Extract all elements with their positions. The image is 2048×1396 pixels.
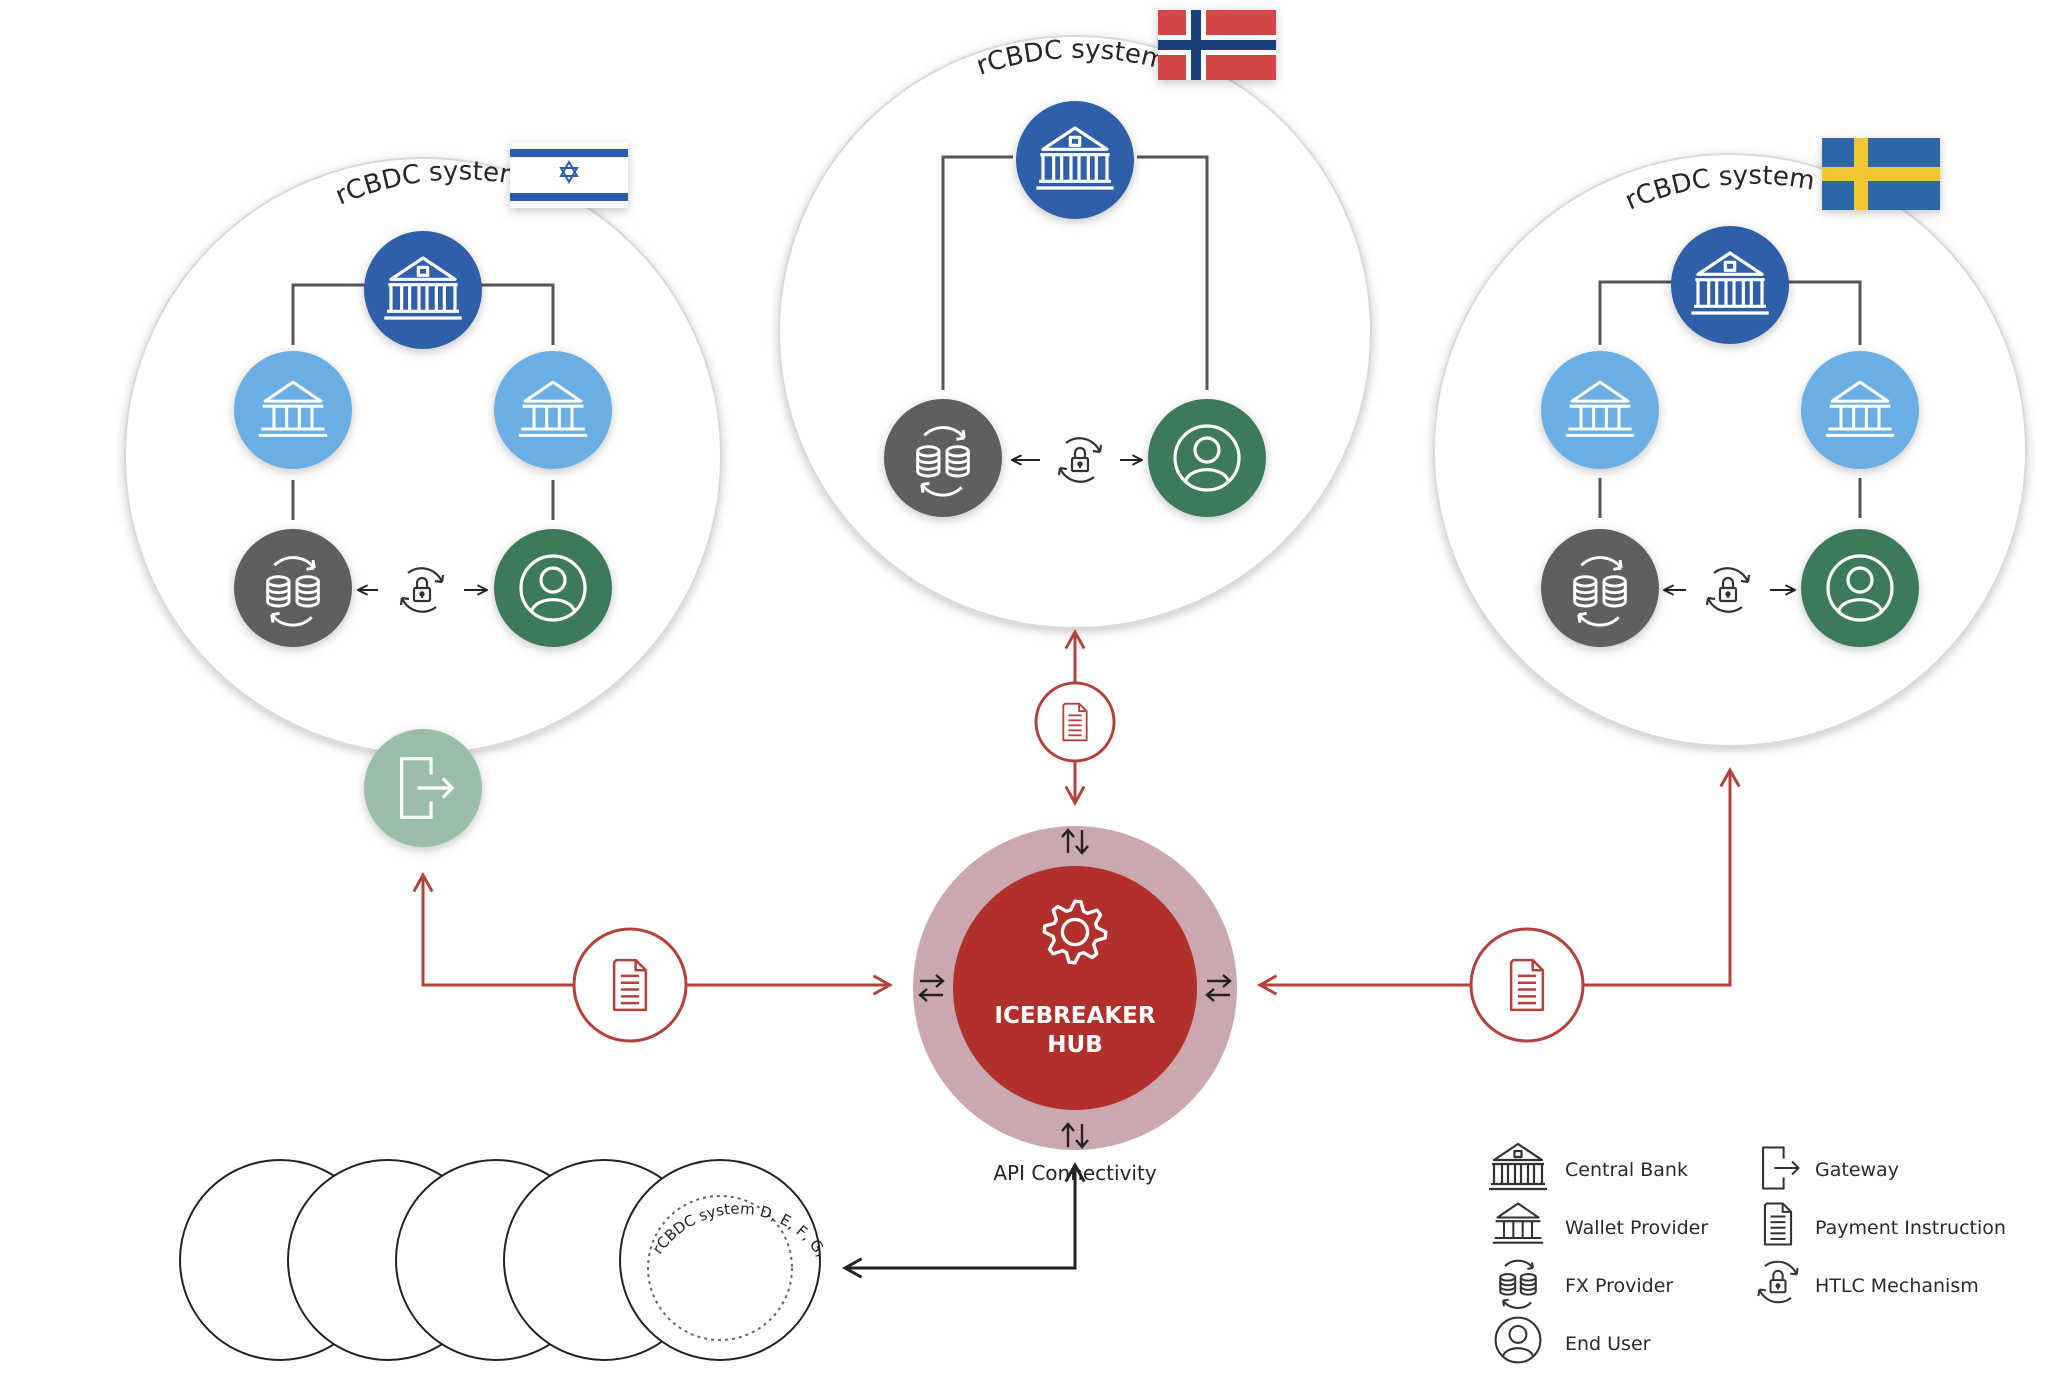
hierarchy-lines-norway [941,155,1209,390]
legend-item-payment-instruction: Payment Instruction [1763,1202,2006,1246]
wallet-provider-node [1801,351,1919,469]
payment-instruction-badge [1034,681,1116,763]
wallet-provider-node [234,351,352,469]
hub-title: ICEBREAKER [994,1003,1155,1029]
svg-text:HTLC Mechanism: HTLC Mechanism [1815,1275,1979,1297]
legend-item-htlc-mechanism: HTLC Mechanism [1757,1260,1979,1304]
payment-instruction-badge [1469,927,1585,1043]
svg-text:Central Bank: Central Bank [1565,1159,1688,1181]
end-user-node [494,529,612,647]
gateway-node [364,729,482,847]
api-swap-arrows [918,828,1232,1149]
hub-subtitle: HUB [1047,1032,1102,1058]
rcbdc-system-sweden: rCBDC system [1433,138,2027,747]
fx-provider-node [884,399,1002,517]
flag-israel [510,142,628,208]
connector-sweden-hub [1256,766,1741,996]
svg-text:Gateway: Gateway [1815,1159,1899,1181]
payment-instruction-icon [1763,1202,1793,1246]
fx-provider-node [234,529,352,647]
htlc-exchange-israel [358,567,487,613]
svg-text:Wallet Provider: Wallet Provider [1565,1217,1708,1239]
wallet-provider-icon [1491,1202,1545,1244]
svg-text:Payment Instruction: Payment Instruction [1815,1217,2006,1239]
central-bank-node [1671,226,1789,344]
connector-israel-hub [412,871,894,996]
connector-others-hub [841,1161,1086,1279]
hierarchy-lines-sweden [1598,280,1862,518]
rcbdc-system-israel: rCBDC system [124,142,722,755]
htlc-mechanism-icon [1757,1260,1799,1304]
svg-text:End User: End User [1565,1333,1651,1355]
legend: Central Bank Gateway Wallet Provider Pay… [1488,1142,2006,1364]
end-user-icon [1494,1316,1542,1364]
flag-norway [1158,10,1276,80]
legend-item-central-bank: Central Bank [1488,1142,1688,1191]
icebreaker-hub: ICEBREAKER HUB API Connectivity [913,826,1237,1185]
legend-item-wallet-provider: Wallet Provider [1491,1202,1708,1244]
payment-instruction-badge [572,927,688,1043]
gateway-icon [1762,1146,1800,1190]
wallet-provider-node [1541,351,1659,469]
wallet-provider-node [494,351,612,469]
central-bank-node [364,231,482,349]
legend-item-end-user: End User [1494,1316,1651,1364]
hierarchy-lines-israel [291,283,555,520]
end-user-node [1148,399,1266,517]
htlc-exchange-sweden [1664,567,1795,613]
legend-item-gateway: Gateway [1762,1146,1899,1190]
svg-text:FX Provider: FX Provider [1565,1275,1673,1297]
central-bank-node [1016,101,1134,219]
flag-sweden [1822,138,1940,210]
rcbdc-system-norway: rCBDC system [778,10,1372,629]
legend-item-fx-provider: FX Provider [1499,1259,1673,1310]
end-user-node [1801,529,1919,647]
fx-provider-icon [1499,1259,1537,1310]
fx-provider-node [1541,529,1659,647]
htlc-exchange-norway [1012,437,1142,483]
central-bank-icon [1488,1142,1548,1191]
